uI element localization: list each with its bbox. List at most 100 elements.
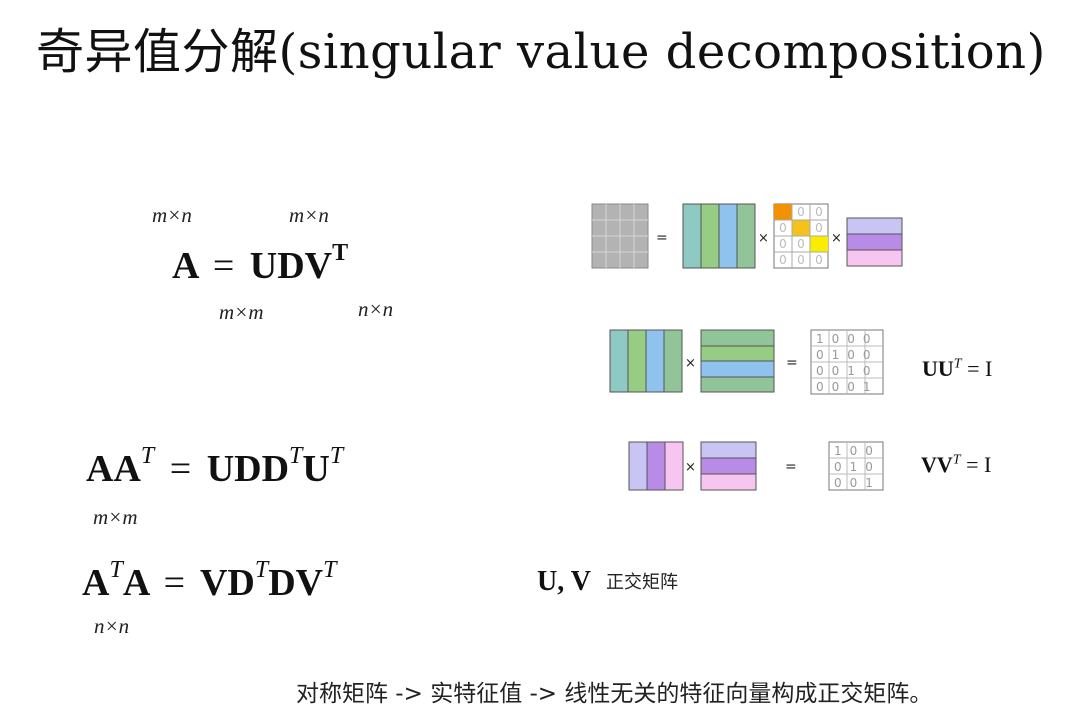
identity-3x3: 100 010 001	[828, 441, 884, 491]
d-zero: 0	[815, 205, 823, 219]
uv-note-text: U, V	[537, 566, 591, 597]
u-col-2	[700, 203, 720, 269]
d-zero: 0	[815, 221, 823, 235]
v-col-3	[664, 441, 684, 491]
ata-eq: =	[163, 562, 186, 604]
identity-4-row: 0001	[816, 380, 879, 394]
d-zero: 0	[779, 237, 787, 251]
matrix-vt-block	[846, 217, 903, 267]
d-cell-22	[792, 220, 810, 236]
uv-note: U, V 正交矩阵	[537, 566, 678, 598]
ata-r1: VD	[199, 562, 255, 604]
ut-row-3	[700, 360, 775, 378]
aat-formula: AAT = UDDTUT	[86, 443, 343, 491]
aat-r2: U	[302, 448, 330, 490]
uut-label-sup: T	[953, 356, 962, 372]
dim-ata-label: n×n	[94, 614, 130, 638]
dim-u-label: m×m	[219, 300, 264, 324]
ata-r2: DV	[268, 562, 324, 604]
vt-row-3	[846, 249, 903, 267]
identity-4-row: 0010	[816, 364, 879, 378]
eq-sign-3: =	[785, 459, 797, 475]
u-col-3	[718, 203, 738, 269]
vvt-label-sup: T	[952, 452, 961, 468]
uut-identity-label: UUT = I	[922, 356, 992, 382]
u2-col-3	[645, 329, 665, 393]
identity-4-row: 1000	[816, 332, 879, 346]
svd-eq: =	[212, 245, 235, 287]
ata-r1-sup: T	[254, 557, 269, 584]
dim-d-label: m×n	[289, 203, 329, 227]
eq-sign-1: =	[656, 230, 668, 246]
vvt-identity-label: VVT = I	[921, 452, 991, 478]
u-col-4	[736, 203, 756, 269]
identity-4-row: 0100	[816, 348, 879, 362]
footnote-text: 对称矩阵 -> 实特征值 -> 线性无关的特征向量构成正交矩阵。	[296, 681, 933, 707]
vt2-row-3	[700, 473, 757, 491]
ata-formula: ATA = VDTDVT	[82, 557, 336, 605]
d-zero: 0	[797, 237, 805, 251]
aat-r1-sup: T	[289, 443, 303, 470]
identity-3-row: 100	[834, 444, 881, 458]
d-zero: 0	[815, 253, 823, 267]
aat-eq: =	[169, 448, 192, 490]
times-sign-1: ×	[758, 231, 769, 246]
d-zero: 0	[797, 205, 805, 219]
u2-col-1	[609, 329, 629, 393]
slide-title: 奇异值分解(singular value decomposition)	[36, 24, 1046, 80]
times-sign-4: ×	[685, 460, 696, 475]
ata-r2-sup: T	[323, 557, 337, 584]
v-orthogonal-diagram: × = 100 010 001	[628, 441, 884, 491]
d-zero: 0	[779, 253, 787, 267]
ata-l1-sup: T	[109, 557, 123, 584]
vt2-row-2	[700, 457, 757, 475]
svd-formula: A = UDVT	[172, 240, 348, 288]
uut-label-text: UU	[922, 356, 954, 381]
svd-rhs: UDV	[249, 245, 333, 287]
vt-row-2	[846, 233, 903, 251]
ut-row-1	[700, 329, 775, 347]
uv-note-label: 正交矩阵	[606, 572, 679, 593]
svd-rhs-sup: T	[332, 240, 349, 267]
aat-lhs: AA	[86, 448, 141, 490]
dim-aat-label: m×m	[93, 505, 138, 529]
d-cell-33	[810, 236, 828, 252]
u-col-1	[682, 203, 702, 269]
d-zero: 0	[779, 221, 787, 235]
identity-3-frame	[828, 441, 884, 491]
matrix-d-block: 0 0 0 0 0 0 0 0 0	[773, 203, 829, 269]
identity-3-row: 001	[834, 476, 881, 490]
d-zero: 0	[797, 253, 805, 267]
dim-a-label: m×n	[152, 203, 192, 227]
u2-col-2	[627, 329, 647, 393]
matrix-u-block	[682, 203, 756, 269]
vvt-label-rest: = I	[960, 452, 992, 477]
times-sign-3: ×	[685, 356, 696, 371]
dim-v-label: n×n	[358, 297, 394, 321]
eq-sign-2: =	[786, 355, 798, 371]
v-col-1	[628, 441, 648, 491]
aat-r2-sup: T	[329, 443, 344, 470]
svd-lhs: A	[172, 245, 198, 287]
d-cell-11	[774, 204, 792, 220]
aat-lhs-sup: T	[140, 443, 155, 470]
ata-l2: A	[122, 562, 149, 604]
vvt-label-text: VV	[921, 452, 953, 477]
vt2-row-1	[700, 441, 757, 459]
u-cols-block	[609, 329, 683, 393]
svd-block-diagram: = × 0 0 0 0 0 0 0 0 0 ×	[591, 203, 903, 269]
identity-4x4: 1000 0100 0010 0001	[810, 329, 884, 395]
times-sign-2: ×	[831, 231, 842, 246]
v-col-2	[646, 441, 666, 491]
uut-label-rest: = I	[961, 356, 993, 381]
u2-col-4	[663, 329, 683, 393]
identity-3-row: 010	[834, 460, 881, 474]
aat-r1: UDD	[206, 448, 290, 490]
u-orthogonal-diagram: × = 1000 0100 0010 0001	[609, 329, 884, 395]
ut-row-4	[700, 376, 775, 393]
vt-row-1	[846, 217, 903, 235]
ata-l1: A	[82, 562, 110, 604]
matrix-a-block	[591, 203, 649, 269]
vt2-rows-block	[700, 441, 757, 491]
ut-row-2	[700, 345, 775, 362]
